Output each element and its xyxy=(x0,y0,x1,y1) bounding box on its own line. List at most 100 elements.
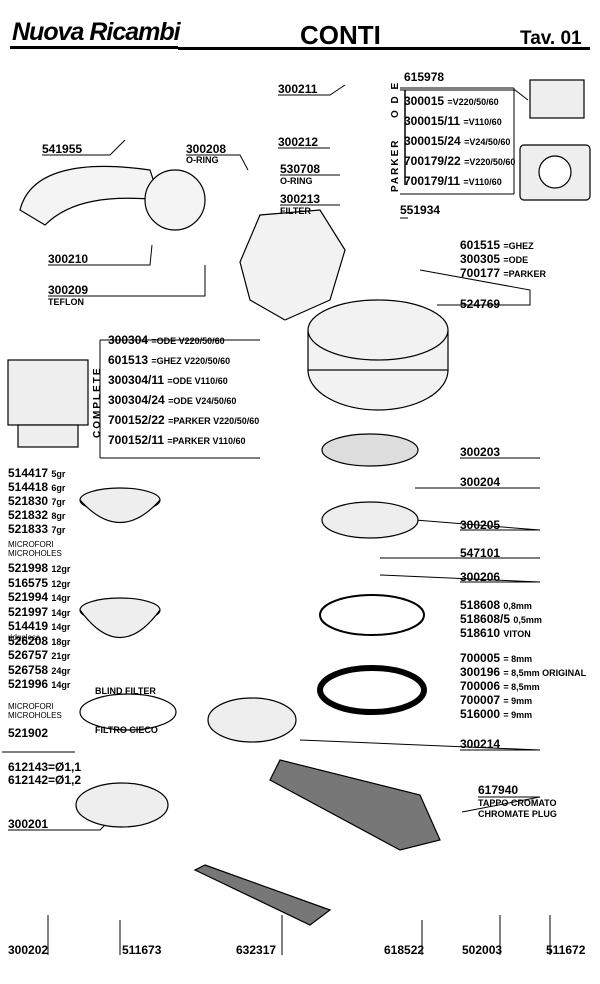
part-618522: 618522 xyxy=(384,943,425,957)
gasket-thin-spec: 0,8mm xyxy=(503,601,532,611)
filter-double-code: 521998 xyxy=(8,561,49,575)
filter-single-code: 521830 xyxy=(8,494,49,508)
filter-double-row: 526757 21gr xyxy=(8,648,70,663)
filter-double-spec: 21gr xyxy=(51,651,71,661)
filter-double-spec: 14gr xyxy=(51,593,71,603)
oring-label-2: O-RING xyxy=(280,176,313,186)
filter-single-code: 521832 xyxy=(8,508,49,522)
part-521902: 521902 xyxy=(8,726,49,740)
coil-row: 300015/11 =V110/60 xyxy=(404,114,502,129)
part-615978: 615978 xyxy=(404,70,445,84)
filter-double-code: 514419 xyxy=(8,619,49,633)
blind-filter-it: FILTRO CIECO xyxy=(95,725,158,735)
part-300202: 300202 xyxy=(8,943,49,957)
filter-single-row: 521832 8gr xyxy=(8,508,65,523)
filter-single-row: 521830 7gr xyxy=(8,494,65,509)
gasket-thin-row: 518608/5 0,5mm xyxy=(460,612,542,627)
solenoid-complete-row: 300304/24 =ODE V24/50/60 xyxy=(108,393,236,408)
filter-single-row: 521833 7gr xyxy=(8,522,65,537)
coil-row: 700179/22 =V220/50/60 xyxy=(404,154,515,169)
table-number: Tav. 01 xyxy=(520,28,582,49)
gasket-thick-row: 700006 = 8,5mm xyxy=(460,679,540,694)
filter-double-code: 521996 xyxy=(8,677,49,691)
solenoid-valve-icon xyxy=(7,359,89,448)
filter-double-row: 526208 18gr xyxy=(8,634,70,649)
part-300213: 300213 xyxy=(280,192,321,206)
part-547101: 547101 xyxy=(460,546,501,560)
coil-spec: =V110/60 xyxy=(463,177,502,187)
solenoid-complete-row: 601513 =GHEZ V220/50/60 xyxy=(108,353,230,368)
gasket-thick-spec: = 9mm xyxy=(503,696,533,706)
gasket-thick-code: 300196 xyxy=(460,665,501,679)
valve-body-spec: =PARKER xyxy=(503,269,546,279)
filter-double-row: 521996 14gr xyxy=(8,677,70,692)
gasket-thick-row: 300196 = 8,5mm ORIGINAL xyxy=(460,665,586,680)
microholes-it-2: MICROFORI xyxy=(8,702,54,711)
solenoid-complete-code: 700152/11 xyxy=(108,433,165,447)
solenoid-complete-spec: =GHEZ V220/50/60 xyxy=(151,356,231,366)
filter-double-code: 516575 xyxy=(8,575,49,590)
group-head-icon xyxy=(239,209,449,411)
valve-body-spec: =GHEZ xyxy=(503,241,534,251)
filter-single-code: 514417 xyxy=(8,466,49,480)
valve-body-row: 300305 =ODE xyxy=(460,252,528,267)
shower-plate-icon xyxy=(321,433,419,539)
valve-body-row: 601515 =GHEZ xyxy=(460,238,534,253)
page-title: CONTI xyxy=(300,20,381,50)
part-612143: 612143=Ø1,1 xyxy=(8,760,82,774)
solenoid-complete-spec: =PARKER V110/60 xyxy=(167,436,246,446)
solenoid-complete-row: 700152/11 =PARKER V110/60 xyxy=(108,433,246,448)
gasket-thick-icon xyxy=(317,665,427,715)
brand-logo: Nuova Ricambi xyxy=(12,18,181,46)
part-524769: 524769 xyxy=(460,297,501,311)
microholes-it-1: MICROFORI xyxy=(8,540,54,549)
filter-basket-single-icon xyxy=(79,487,161,523)
solenoid-complete-code: 700152/22 xyxy=(108,413,165,427)
filter-double-row: 526758 24gr xyxy=(8,663,70,678)
part-300208: 300208 xyxy=(186,142,227,156)
solenoid-complete-row: 700152/22 =PARKER V220/50/60 xyxy=(108,413,259,428)
gasket-thick-code: 700006 xyxy=(460,679,501,693)
coil-code: 300015/24 xyxy=(404,134,461,148)
gasket-thin-code: 518608 xyxy=(460,598,501,612)
solenoid-complete-code: 300304/24 xyxy=(108,393,165,407)
coil-spec: =V24/50/60 xyxy=(464,137,511,147)
gasket-thick-code: 700007 xyxy=(460,693,501,707)
filter-single-spec: 5gr xyxy=(51,469,66,479)
valve-body-row: 700177 =PARKER xyxy=(460,266,546,281)
solenoid-complete-spec: =ODE V220/50/60 xyxy=(151,336,225,346)
part-300203: 300203 xyxy=(460,445,501,459)
filter-label: FILTER xyxy=(280,206,311,216)
oring-label-1: O-RING xyxy=(186,155,219,165)
solenoid-complete-row: 300304/11 =ODE V110/60 xyxy=(108,373,228,388)
part-502003: 502003 xyxy=(462,943,503,957)
valve-body-code: 700177 xyxy=(460,266,501,280)
boiler-pipe-icon xyxy=(19,165,206,231)
gasket-thick-code: 700005 xyxy=(460,651,501,665)
part-541955: 541955 xyxy=(42,142,83,156)
part-511673: 511673 xyxy=(122,943,162,957)
gasket-thin-icon xyxy=(319,594,425,636)
solenoid-coil-icon xyxy=(519,79,591,201)
chrome-plug-en: CHROMATE PLUG xyxy=(478,809,557,819)
filter-single-code: 514418 xyxy=(8,480,49,494)
gasket-thick-row: 516000 = 9mm xyxy=(460,707,532,722)
coil-code: 300015/11 xyxy=(404,114,461,128)
solenoid-complete-code: 300304/11 xyxy=(108,373,165,387)
coil-spec: =V220/50/60 xyxy=(447,97,499,107)
microholes-en-2: MICROHOLES xyxy=(8,711,62,720)
part-300214: 300214 xyxy=(460,737,501,751)
parker-label: PARKER xyxy=(390,138,401,192)
filter-double-spec: 14gr xyxy=(51,680,71,690)
solenoid-complete-code: 601513 xyxy=(108,353,149,367)
filter-double-row: 521998 12gr xyxy=(8,561,70,576)
part-530708: 530708 xyxy=(280,162,321,176)
part-300209: 300209 xyxy=(48,283,89,297)
filter-double-code: 521997 xyxy=(8,604,49,619)
filter-double-row: 516575 12gr xyxy=(8,576,70,591)
ode-label: O D E xyxy=(390,80,401,118)
filter-basket-double-icon xyxy=(79,597,161,638)
filter-double-row: 521997 14gr xyxy=(8,605,70,620)
solenoid-complete-code: 300304 xyxy=(108,333,149,347)
